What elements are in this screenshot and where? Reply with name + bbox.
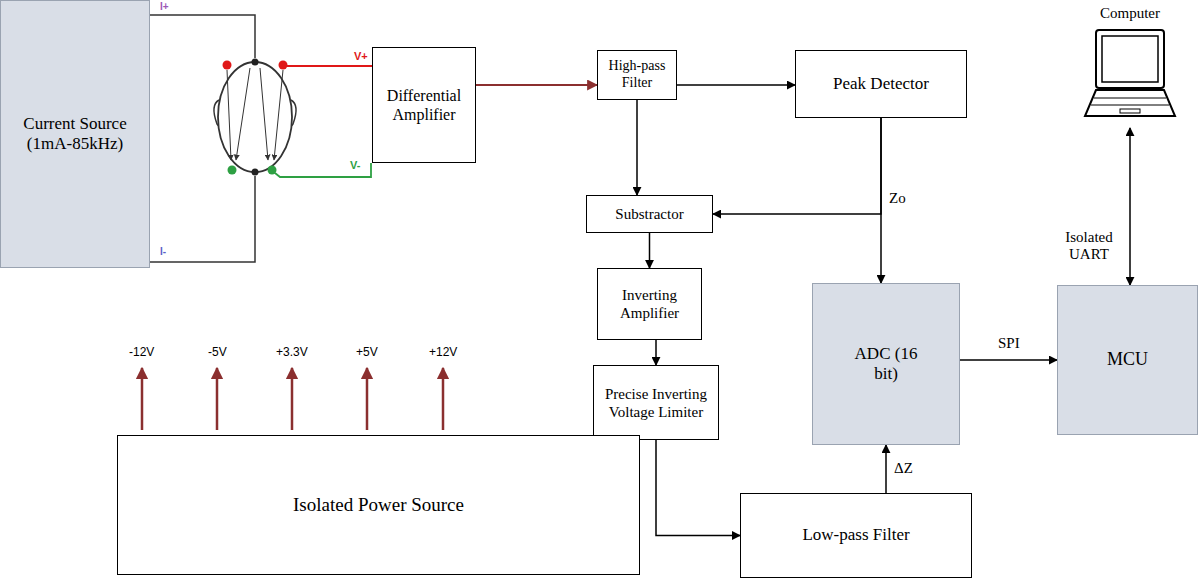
process-box: Inverting Amplifier xyxy=(597,268,702,340)
edge-label: ΔZ xyxy=(892,460,915,477)
box-label: High-pass Filter xyxy=(604,58,670,92)
connector-arrow xyxy=(636,100,638,195)
connector-arrow xyxy=(885,445,887,493)
process-box: High-pass Filter xyxy=(597,50,677,100)
box-label: Isolated Power Source xyxy=(293,494,464,517)
mcu-box: MCU xyxy=(1057,285,1198,435)
box-label: Peak Detector xyxy=(833,74,929,94)
laptop-icon xyxy=(1082,26,1178,124)
edge-label: Isolated UART xyxy=(1056,229,1122,264)
box-label: Computer xyxy=(1100,4,1160,22)
voltage-label: -12V xyxy=(129,346,154,359)
power-box: Isolated Power Source xyxy=(117,435,640,575)
edge-label: Zo xyxy=(887,190,908,207)
process-box: Low-pass Filter xyxy=(740,493,972,578)
box-label: Substractor xyxy=(615,205,683,223)
box-label: Precise Inverting Voltage Limiter xyxy=(600,385,712,421)
voltage-wire xyxy=(287,65,372,67)
process-box: Peak Detector xyxy=(795,50,967,118)
connector-arrow xyxy=(960,359,1057,361)
signal-name: I+ xyxy=(160,1,169,12)
connector-arrow xyxy=(655,340,657,365)
current-wire xyxy=(150,15,255,58)
current-wire xyxy=(150,176,255,262)
box-label: Differential Amplifier xyxy=(379,86,469,124)
adc-box: ADC (16 bit) xyxy=(812,283,960,445)
box-label: Current Source (1mA-85kHz) xyxy=(15,114,135,155)
connector-arrow xyxy=(649,233,651,268)
voltage-label: +3.3V xyxy=(276,346,308,359)
signal-name: I- xyxy=(160,246,166,257)
source-box: Current Source (1mA-85kHz) xyxy=(0,0,150,268)
process-box: Precise Inverting Voltage Limiter xyxy=(593,365,719,440)
process-box: Substractor xyxy=(586,195,713,233)
signal-name: V- xyxy=(350,159,360,171)
connector-arrow xyxy=(1129,128,1131,285)
connector-arrow xyxy=(476,84,597,86)
connector-arrow xyxy=(880,118,882,283)
head-illustration xyxy=(214,59,296,176)
process-box: Differential Amplifier xyxy=(372,47,476,163)
connector-arrow xyxy=(656,440,740,536)
connector-arrow xyxy=(677,84,795,86)
box-label: MCU xyxy=(1107,349,1148,371)
voltage-label: -5V xyxy=(208,346,227,359)
signal-name: V+ xyxy=(354,50,368,62)
power-arrows xyxy=(142,368,443,430)
box-label: Low-pass Filter xyxy=(802,525,909,545)
voltage-label: +5V xyxy=(356,346,378,359)
box-label: Inverting Amplifier xyxy=(605,286,695,322)
connector-arrow xyxy=(713,118,881,214)
box-label: ADC (16 bit) xyxy=(846,344,926,385)
edge-label: SPI xyxy=(996,335,1022,352)
computer-icon: Computer xyxy=(1080,4,1180,128)
voltage-label: +12V xyxy=(429,346,457,359)
